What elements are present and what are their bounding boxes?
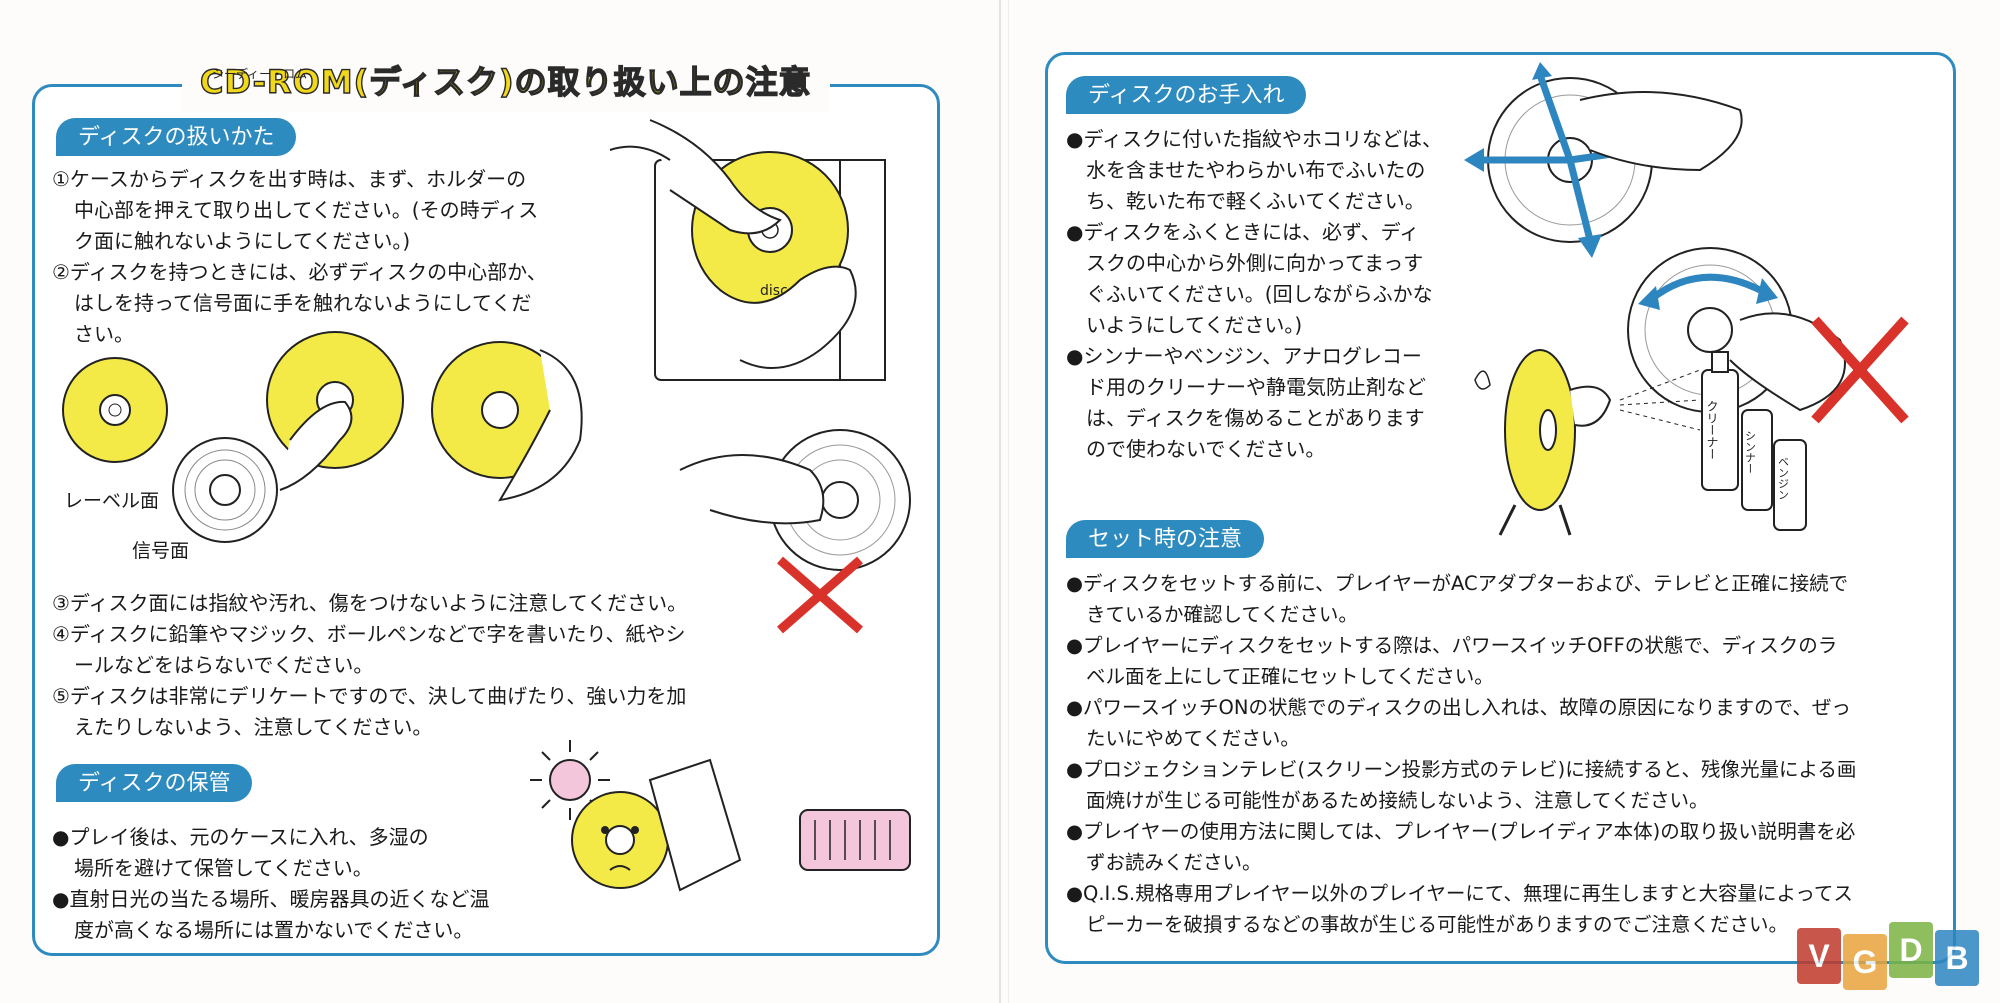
page-fold [999, 0, 1001, 1003]
handling-line: ②ディスクを持つときには、必ずディスクの中心部か、 [52, 260, 547, 284]
disc-removal-illustration: disc [609, 119, 886, 381]
handling-line: ク面に触れないようにしてください。) [74, 229, 411, 253]
thinner-bottle-label: シンナー [1744, 430, 1757, 474]
setup-line: ベル面を上にして正確にセットしてください。 [1086, 665, 1494, 688]
note-line: ④ディスクに鉛筆やマジック、ボールペンなどで字を書いたり、紙やシ [52, 622, 686, 646]
title-ruby: シーディー・ロム [212, 67, 308, 81]
care-line: 水を含ませたやわらかい布でふいたの [1086, 158, 1426, 182]
note-line: えたりしないよう、注意してください。 [74, 715, 433, 739]
sun-icon [530, 740, 610, 820]
handling-notes: ③ディスク面には指紋や汚れ、傷をつけないように注意してください。 ④ディスクに鉛… [52, 588, 772, 743]
note-line: ⑤ディスクは非常にデリケートですので、決して曲げたり、強い力を加 [52, 684, 687, 708]
heat-warning-illustration [530, 740, 911, 892]
care-line: ●ディスクに付いた指紋やホコリなどは、 [1066, 127, 1443, 151]
care-line: いようにしてください。) [1086, 313, 1303, 337]
watermark-letter-g: G [1843, 934, 1887, 990]
sweating-disc-character [571, 791, 669, 889]
care-line: ●ディスクをふくときには、必ず、ディ [1066, 220, 1420, 244]
note-line: ールなどをはらないでください。 [74, 653, 374, 677]
prohibited-x-icon [1811, 316, 1909, 424]
page-fold-shadow [1008, 0, 1009, 1003]
setup-line: ●プレイヤーにディスクをセットする際は、パワースイッチOFFの状態で、ディスクの… [1066, 634, 1838, 657]
setup-line: ●ディスクをセットする前に、プレイヤーがACアダプターおよび、テレビと正確に接続… [1066, 572, 1849, 595]
care-line: スクの中心から外側に向かってまっす [1086, 251, 1424, 275]
handling-line: 中心部を押えて取り出してください。(その時ディス [74, 198, 539, 222]
watermark-letter-b: B [1935, 930, 1979, 986]
setup-line: ●プレイヤーの使用方法に関しては、プレイヤー(プレイディア本体)の取り扱い説明書… [1066, 820, 1856, 843]
prohibited-x-icon [777, 556, 863, 634]
care-instructions: ●ディスクに付いた指紋やホコリなどは、 水を含ませたやわらかい布でふいたの ち、… [1066, 124, 1466, 465]
setup-line: きているか確認してください。 [1086, 603, 1358, 626]
disc-character [1498, 349, 1612, 536]
handling-instructions: ①ケースからディスクを出す時は、まず、ホルダーの 中心部を押えて取り出してくださ… [52, 164, 612, 350]
setup-line: 面焼けが生じる可能性があるため接続しないよう、注意してください。 [1086, 789, 1709, 812]
disc-cleaning-illustration [1464, 62, 1909, 424]
storage-line: 度が高くなる場所には置かないでください。 [74, 918, 474, 942]
center-hold-disc [266, 331, 404, 491]
setup-line: ずお読みください。 [1086, 851, 1262, 874]
cleaner-bottle-icon: クリーナー [1701, 351, 1739, 491]
page-title-text: CD-ROM(ディスク)の取り扱い上の注意 [199, 62, 812, 101]
care-heading: ディスクのお手入れ [1066, 76, 1307, 114]
page-title: シーディー・ロム CD-ROM(ディスク)の取り扱い上の注意 [182, 52, 830, 112]
benzine-bottle-icon: ベンジン [1773, 439, 1807, 531]
setup-instructions: ●ディスクをセットする前に、プレイヤーがACアダプターおよび、テレビと正確に接続… [1066, 568, 1936, 940]
care-line: ド用のクリーナーや静電気防止剤など [1086, 375, 1426, 399]
chemical-warning-illustration: クリーナー シンナー ベンジン [1474, 349, 1807, 536]
signal-side-caption: 信号面 [132, 540, 190, 562]
care-line: は、ディスクを傷めることがあります [1086, 406, 1425, 430]
care-line: ●シンナーやベンジン、アナログレコー [1066, 344, 1422, 368]
setup-line: ●パワースイッチONの状態でのディスクの出し入れは、故障の原因になりますので、ぜ… [1066, 696, 1851, 719]
disc-holding-illustrations [62, 331, 583, 543]
care-line: ぐふいてください。(回しながらふかな [1086, 282, 1433, 306]
handling-line: はしを持って信号面に手を触れないようにしてくだ [74, 291, 532, 315]
setup-heading: セット時の注意 [1066, 520, 1265, 558]
label-side-disc [62, 357, 168, 463]
vgdb-watermark: V G D B [1797, 918, 1997, 990]
handling-line: ①ケースからディスクを出す時は、まず、ホルダーの [52, 167, 527, 191]
handling-line: さい。 [74, 322, 134, 346]
wrong-hold-illustration [679, 429, 911, 634]
setup-line: ピーカーを破損するなどの事故が生じる可能性がありますのでご注意ください。 [1086, 913, 1789, 936]
heater-icon [799, 809, 911, 871]
setup-line: たいにやめてください。 [1086, 727, 1300, 750]
edge-hold-disc [431, 341, 583, 502]
care-line: ち、乾いた布で軽くふいてください。 [1086, 189, 1425, 213]
care-line: ので使わないでください。 [1086, 437, 1326, 461]
correct-wipe-disc [1464, 62, 1743, 258]
note-line: ③ディスク面には指紋や汚れ、傷をつけないように注意してください。 [52, 591, 688, 615]
watermark-letter-d: D [1889, 922, 1933, 978]
wrong-wipe-disc [1627, 247, 1846, 413]
watermark-letter-v: V [1797, 928, 1841, 984]
signal-side-disc [172, 437, 278, 543]
cleaner-bottle-label: クリーナー [1705, 400, 1719, 460]
label-side-caption: レーベル面 [64, 490, 160, 512]
storage-line: ●プレイ後は、元のケースに入れ、多湿の [52, 825, 429, 849]
storage-line: 場所を避けて保管してください。 [74, 856, 373, 880]
benzine-bottle-label: ベンジン [1777, 456, 1790, 500]
handling-heading: ディスクの扱いかた [56, 118, 297, 156]
setup-line: ●プロジェクションテレビ(スクリーン投影方式のテレビ)に接続すると、残像光量によ… [1066, 758, 1857, 781]
thinner-bottle-icon: シンナー [1741, 409, 1773, 511]
setup-line: ●Q.I.S.規格専用プレイヤー以外のプレイヤーにて、無理に再生しますと大容量に… [1066, 882, 1853, 905]
storage-instructions: ●プレイ後は、元のケースに入れ、多湿の 場所を避けて保管してください。 ●直射日… [52, 822, 552, 946]
storage-line: ●直射日光の当たる場所、暖房器具の近くなど温 [52, 887, 490, 911]
storage-heading: ディスクの保管 [56, 764, 253, 802]
